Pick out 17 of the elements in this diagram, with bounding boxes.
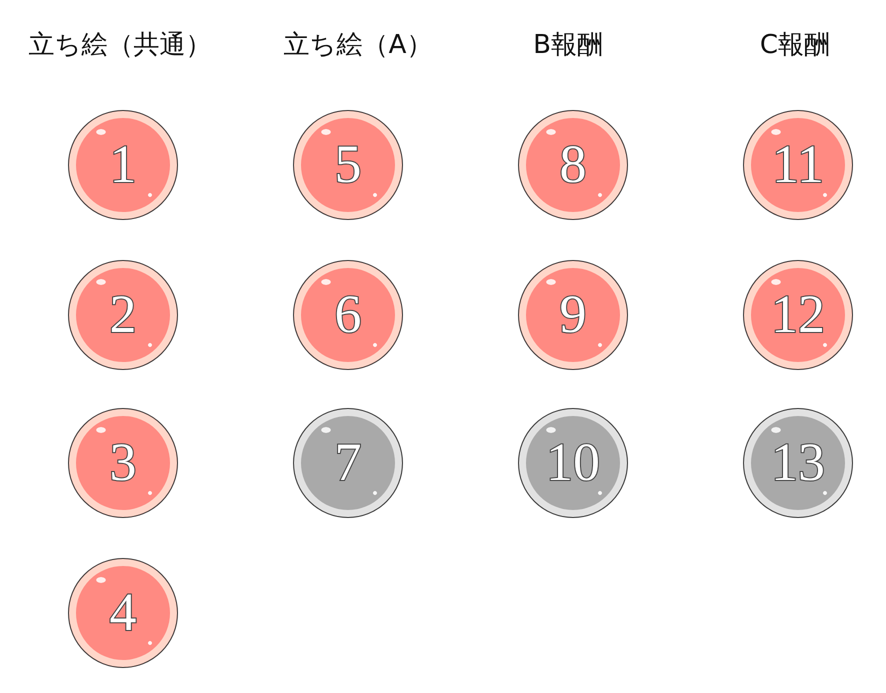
column-heading: 立ち絵（共通） xyxy=(28,30,212,62)
column-heading: 立ち絵（A） xyxy=(284,30,432,62)
badge-number: 7 xyxy=(334,434,362,489)
badge-number: 5 xyxy=(334,136,362,191)
badge-number: 12 xyxy=(771,286,825,341)
badge-number: 11 xyxy=(772,136,824,191)
badge-number: 10 xyxy=(546,434,600,489)
badge-number: 3 xyxy=(110,434,136,489)
badge-number: 8 xyxy=(560,136,586,191)
badge-number: 6 xyxy=(334,286,362,341)
badge-number: 13 xyxy=(771,434,825,489)
column-heading: C報酬 xyxy=(760,30,830,62)
badge-number: 2 xyxy=(110,286,136,341)
column-heading: B報酬 xyxy=(533,30,603,62)
badge-number: 9 xyxy=(560,286,586,341)
badge-number: 1 xyxy=(110,136,136,191)
badge-number: 4 xyxy=(110,584,136,639)
